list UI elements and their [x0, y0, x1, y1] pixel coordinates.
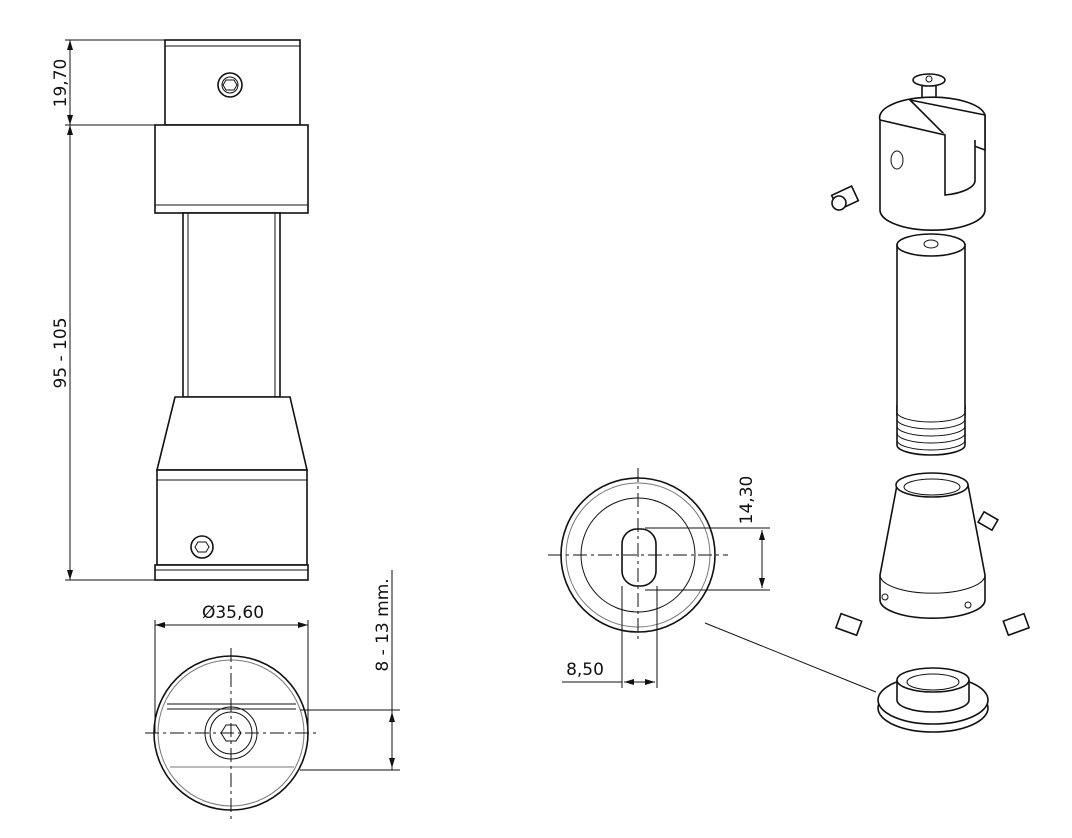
detail-view: 14,30 8,50	[548, 468, 877, 693]
base-ring	[877, 667, 989, 733]
clamp-head	[878, 96, 986, 231]
shaft	[896, 233, 966, 456]
dimension-diameter: Ø35,60	[202, 603, 264, 623]
dimension-slot-length: 14,30	[737, 476, 757, 525]
exploded-view	[830, 73, 1031, 733]
dimension-slot-width: 8,50	[566, 660, 604, 680]
dimension-overall-length: 95 - 105	[51, 317, 71, 388]
dimension-clamp-range: 8 - 13 mm.	[373, 578, 393, 671]
set-screw-icon	[1002, 612, 1031, 637]
side-view: 19,70 95 - 105	[51, 39, 309, 581]
dimension-top-block-height: 19,70	[51, 59, 71, 108]
bottom-view: Ø35,60 8 - 13 mm.	[145, 570, 400, 820]
set-screw-icon	[830, 185, 860, 211]
clamp-sleeve	[879, 472, 986, 619]
set-screw-icon	[190, 535, 214, 559]
set-screw-icon	[976, 510, 1000, 532]
hex-socket-screw-icon	[217, 72, 243, 98]
set-screw-icon	[834, 612, 863, 637]
